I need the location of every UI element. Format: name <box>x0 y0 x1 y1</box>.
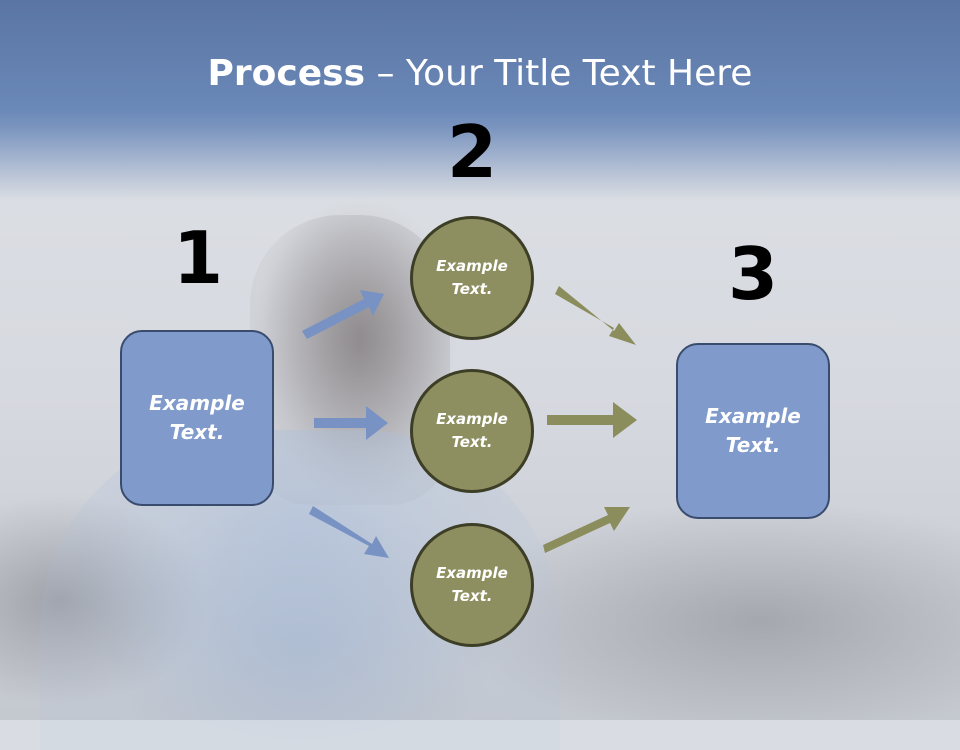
circle-bottom-line-2: Text. <box>451 587 493 605</box>
arrow-from-bottom-circle <box>543 507 630 553</box>
step-3-line-1: Example <box>705 404 801 428</box>
arrow-to-top-circle <box>302 290 384 339</box>
slide-title: Process – Your Title Text Here <box>0 52 960 96</box>
step-number-3: 3 <box>727 232 779 316</box>
arrow-from-middle-circle <box>547 402 637 438</box>
arrow-from-top-circle <box>555 286 636 345</box>
step-1-line-1: Example <box>149 391 245 415</box>
circle-top-line-1: Example <box>436 257 508 275</box>
step-number-1: 1 <box>172 216 224 300</box>
arrow-to-bottom-circle <box>309 506 389 558</box>
circle-middle-line-1: Example <box>436 410 508 428</box>
title-banner <box>0 0 960 200</box>
title-rest: – Your Title Text Here <box>365 53 753 94</box>
circle-middle-line-2: Text. <box>451 433 493 451</box>
step-number-2: 2 <box>446 110 498 194</box>
step-3-line-2: Text. <box>725 433 781 457</box>
process-arrows <box>302 286 637 558</box>
circle-top-line-2: Text. <box>451 280 493 298</box>
step-1-line-2: Text. <box>169 420 225 444</box>
title-bold: Process <box>207 53 366 94</box>
arrow-to-middle-circle <box>314 406 388 440</box>
circle-bottom-line-1: Example <box>436 564 508 582</box>
